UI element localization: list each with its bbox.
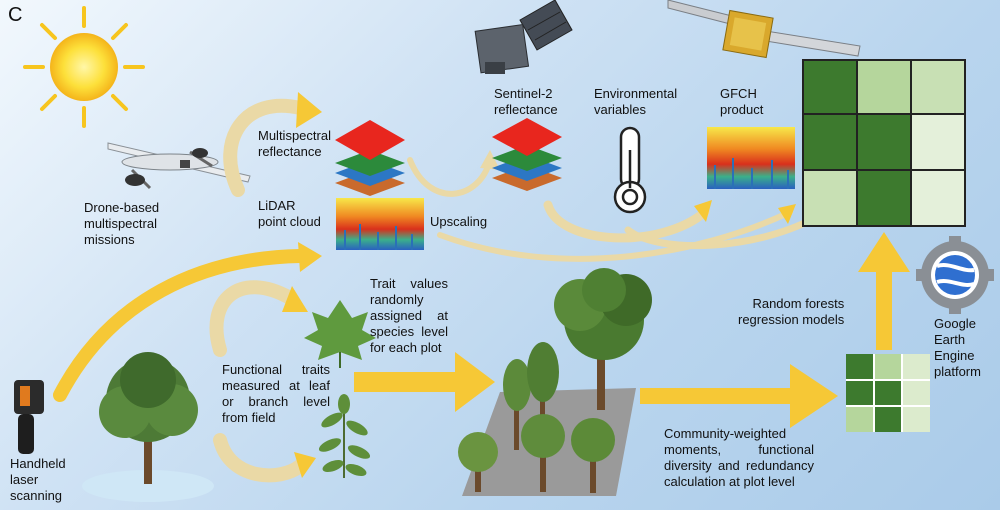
thermometer-icon [613, 126, 647, 214]
drone-to-multispectral-arrow [223, 92, 322, 197]
random-forests-label: Random forests regression models [738, 296, 845, 327]
to-shrub-arrow [213, 433, 316, 483]
lidar-heatmap [336, 198, 424, 250]
drone-icon [107, 142, 251, 190]
google-earth-engine-icon [916, 236, 994, 314]
forest-plot-icon [458, 268, 652, 496]
output-map-grid [802, 59, 966, 227]
upscaling-arrows [407, 157, 824, 262]
plot-to-small-grid-arrow [640, 364, 838, 428]
multispectral-label: Multispectral reflectance [258, 128, 331, 159]
sentinel-layer-stack [492, 118, 562, 191]
drone-label: Drone-based multispectral missions [84, 200, 160, 247]
gfch-label: GFCH product [720, 86, 764, 117]
community-label: Community-weighted moments, functional d… [664, 426, 814, 489]
scanner-to-lidar-arrow [53, 242, 322, 402]
panel-letter: C [8, 4, 23, 26]
gfch-heatmap [707, 127, 795, 189]
sentinel-label: Sentinel-2 reflectance [494, 86, 558, 117]
traits-to-plot-arrow [354, 352, 495, 412]
satellite-icon [667, 0, 861, 59]
plot-level-grid [846, 354, 930, 432]
leaf-icon [304, 300, 376, 368]
sun-icon [23, 6, 145, 128]
google-earth-engine-label: Google Earth Engine platform [934, 316, 981, 379]
small-grid-to-map-arrow [858, 232, 910, 350]
handheld-label: Handheld laser scanning [10, 456, 66, 503]
satellite-icon [474, 0, 573, 74]
trait-values-label: Trait values randomly assigned at specie… [370, 276, 448, 355]
shrub-icon [318, 394, 371, 478]
laser-scanner-icon [14, 380, 44, 454]
multispectral-layer-stack [335, 120, 405, 196]
upscaling-label: Upscaling [430, 214, 488, 229]
tree-icon [82, 352, 214, 502]
lidar-label: LiDAR point cloud [258, 198, 321, 229]
functional-traits-label: Functional traits measured at leaf or br… [222, 362, 330, 425]
environmental-label: Environmental variables [594, 86, 678, 117]
to-leaf-arrow [209, 280, 308, 357]
